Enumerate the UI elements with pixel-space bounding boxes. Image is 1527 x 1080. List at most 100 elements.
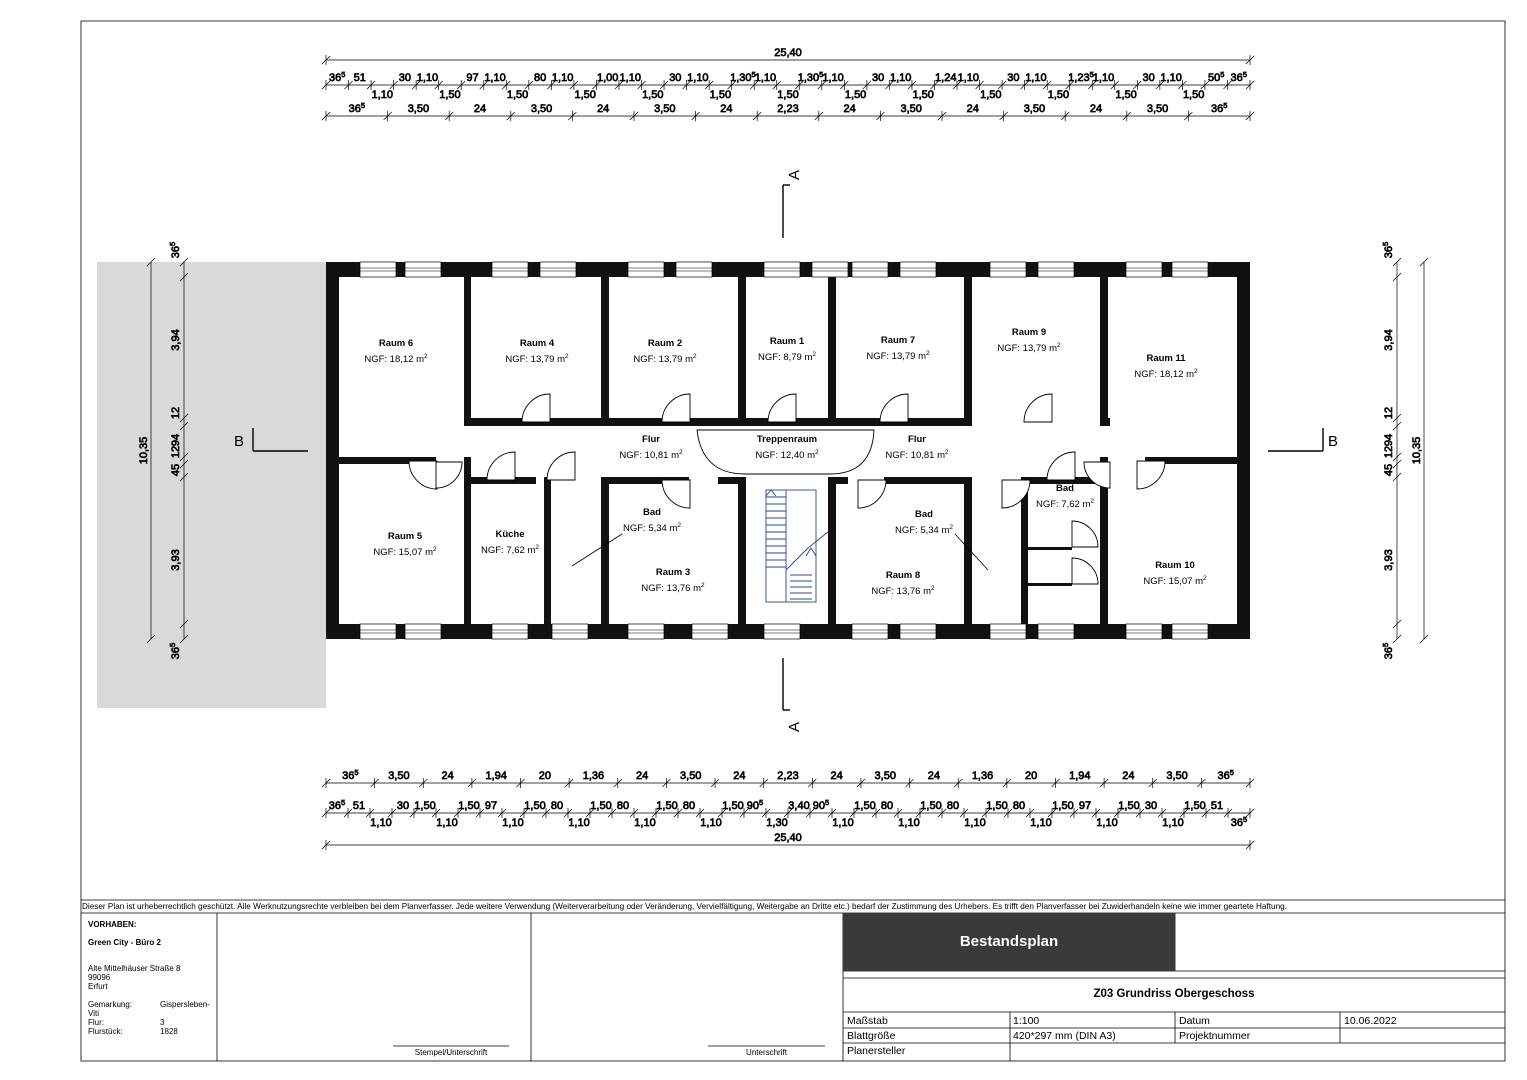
dimension-label: 1,50 (1118, 800, 1139, 812)
room-area: NGF: 13,79 m2 (505, 353, 569, 365)
partition-wall-upper-4 (964, 262, 972, 422)
dimension-label: 12 (170, 446, 182, 458)
dimension-label: 3,50 (1024, 103, 1045, 115)
window-top-11 (1037, 261, 1075, 278)
flur-value: 3 (160, 1018, 165, 1027)
dimension-label: 1,10 (436, 817, 457, 829)
dimension-label: 25,40 (774, 832, 802, 844)
flurstueck-label: Flurstück: (88, 1027, 123, 1036)
dimension-label: 30 (1007, 72, 1019, 84)
dimension-label: 1,36 (972, 770, 993, 782)
dimension-label: 905 (747, 798, 763, 812)
window-bottom-9 (989, 623, 1027, 640)
dimension-label: 1,00 (597, 72, 618, 84)
flur-label: Flur: (88, 1018, 104, 1027)
window-top-12 (1125, 261, 1163, 278)
room-area: NGF: 15,07 m2 (373, 546, 437, 558)
dimension-label: 1,50 (590, 800, 611, 812)
corridor-wall-lower-6 (1028, 477, 1100, 484)
room-name: Flur (908, 434, 926, 445)
window-bottom-3 (551, 623, 589, 640)
outer-wall-right (1237, 262, 1250, 639)
partition-wall-lower-3 (738, 477, 746, 639)
partition-wall-lower-2 (601, 477, 609, 639)
wall-room11-bottom (1145, 457, 1237, 464)
dimension-label: 365 (342, 768, 358, 782)
dimension-label: 51 (1211, 800, 1223, 812)
dimension-label: 1,50 (1184, 800, 1205, 812)
door-bath-right (1001, 479, 1031, 509)
room-name: Raum 1 (770, 336, 805, 347)
dimension-label: 2,23 (777, 770, 798, 782)
dimension-label: 2,23 (777, 103, 798, 115)
dimension-label: 24 (636, 770, 648, 782)
corridor-wall-upper-right (1100, 418, 1110, 426)
dimension-label: 24 (597, 103, 609, 115)
room-area: NGF: 13,76 m2 (871, 585, 935, 597)
dimension-label: 365 (329, 798, 345, 812)
room-area: NGF: 13,79 m2 (997, 342, 1061, 354)
room-name: Küche (495, 529, 524, 540)
window-top-6 (763, 261, 801, 278)
room-area: NGF: 8,79 m2 (758, 351, 816, 363)
dimension-label: 80 (551, 800, 563, 812)
project-name: Green City - Büro 2 (88, 938, 161, 947)
dimension-label: 24 (441, 770, 453, 782)
dimension-label: 97 (485, 800, 497, 812)
plan-type-title: Bestandsplan (959, 933, 1059, 950)
room-name: Treppenraum (757, 434, 817, 445)
dimension-label: 80 (881, 800, 893, 812)
scale-value: 1:100 (1013, 1015, 1040, 1027)
room-area: NGF: 18,12 m2 (1134, 368, 1198, 380)
door-room10 (1083, 461, 1111, 489)
partition-wall-upper-0 (464, 262, 471, 422)
room-area: NGF: 13,79 m2 (633, 353, 697, 365)
staircase (765, 489, 829, 603)
window-bottom-10 (1037, 623, 1075, 640)
room-area: NGF: 7,62 m2 (1036, 498, 1094, 510)
room-area: NGF: 7,62 m2 (481, 544, 539, 556)
dimension-label: 1,36 (583, 770, 604, 782)
dimension-label: 1,10 (700, 817, 721, 829)
title-block-frame (81, 899, 1505, 1061)
dimension-label: 3,50 (388, 770, 409, 782)
room-name: Raum 8 (886, 570, 920, 581)
dimension-label: 1,50 (458, 800, 479, 812)
window-top-3 (539, 261, 577, 278)
dimension-label: 3,93 (1383, 549, 1395, 570)
room-label: Raum 8 NGF: 13,76 m2 (871, 570, 935, 597)
dimension-label: 3,50 (1147, 103, 1168, 115)
dimension-label: 12 (1383, 407, 1395, 419)
partition-wall-lower-5 (964, 477, 972, 639)
window-bottom-7 (851, 623, 889, 640)
dimension-label: 45 (1383, 464, 1395, 476)
partition-wall-lower-6 (1021, 477, 1028, 639)
dimension-label: 1,10 (755, 72, 776, 84)
dimension-label: 1,305 (730, 70, 756, 84)
dimension-label: 24 (967, 103, 979, 115)
dimension-label: 365 (329, 70, 345, 84)
section-marker-a-top: A (782, 170, 803, 238)
dimension-label: 94 (1383, 434, 1395, 446)
window-top-1 (404, 261, 442, 278)
section-label-a-top: A (786, 170, 803, 180)
dimension-label: 3,50 (654, 103, 675, 115)
dimension-label: 905 (813, 798, 829, 812)
dimension-label: 80 (947, 800, 959, 812)
dimension-label: 1,50 (1183, 89, 1204, 101)
section-marker-b-right: B (1268, 428, 1338, 452)
dimension-label: 51 (354, 72, 366, 84)
copyright-notice: Dieser Plan ist urheberrechtlich geschüt… (82, 902, 1287, 911)
dimension-label: 1,10 (502, 817, 523, 829)
room-area: NGF: 13,79 m2 (866, 350, 930, 362)
section-label-b-left: B (234, 433, 244, 450)
dimension-label: 24 (720, 103, 732, 115)
dimension-label: 3,94 (170, 329, 182, 350)
dimension-label: 1,50 (1052, 800, 1073, 812)
dimension-label: 24 (474, 103, 486, 115)
room-name: Raum 4 (520, 338, 555, 349)
